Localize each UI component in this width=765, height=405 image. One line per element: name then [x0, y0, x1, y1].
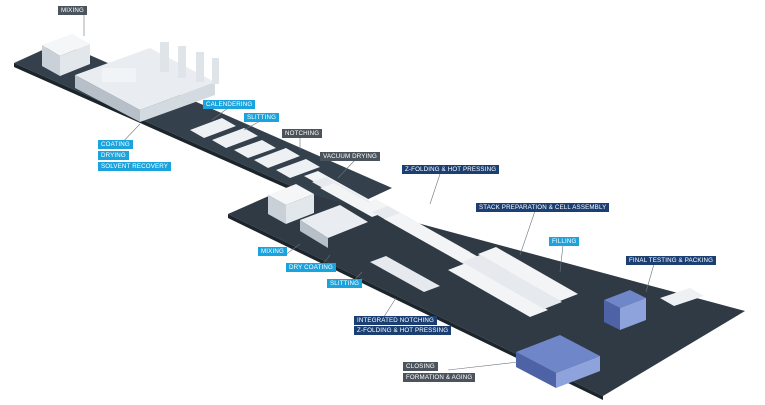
zfolding-label-top: Z-FOLDING & HOT PRESSING	[402, 165, 500, 174]
leader-lines	[83, 15, 655, 371]
formation-aging-racks	[516, 335, 600, 388]
integrated-notching-label: INTEGRATED NOTCHING	[354, 316, 437, 325]
cell-assembly-rows	[448, 247, 578, 317]
notching-label: NOTCHING	[282, 129, 323, 138]
final-testing-label: FINAL TESTING & PACKING	[626, 256, 717, 265]
stack-prep-label: STACK PREPARATION & CELL ASSEMBLY	[476, 203, 610, 212]
coating-label: COATING	[98, 140, 133, 149]
zfolding-label-low: Z-FOLDING & HOT PRESSING	[354, 326, 452, 335]
dry-coating-machinery	[300, 205, 368, 248]
filling-label: FILLING	[549, 237, 580, 246]
vacuum-drying-label: VACUUM DRYING	[320, 152, 380, 161]
upper-floor-edge	[14, 63, 345, 214]
dry-coating-label: DRY COATING	[286, 263, 336, 272]
notching-rows-upper	[254, 148, 320, 178]
formation-aging-label: FORMATION & AGING	[403, 373, 476, 382]
solvent-recovery-label: SOLVENT RECOVERY	[98, 162, 172, 171]
mixing-label-low: MIXING	[258, 247, 287, 256]
calendering-slitting-rows	[190, 118, 276, 158]
slitting-label-top: SLITTING	[244, 113, 280, 122]
zfolding-rows	[360, 199, 494, 292]
drying-label: DRYING	[98, 151, 129, 160]
calendering-label: CALENDERING	[203, 100, 256, 109]
lower-floor-edge	[228, 214, 603, 400]
coating-drying-machinery	[75, 42, 219, 122]
closing-label: CLOSING	[403, 362, 438, 371]
mixing-label-top: MIXING	[58, 6, 87, 15]
mixing-building-upper	[42, 34, 90, 76]
final-testing-racks	[604, 288, 704, 330]
mixing-building-lower	[268, 184, 314, 224]
slitting-label-low: SLITTING	[327, 279, 363, 288]
